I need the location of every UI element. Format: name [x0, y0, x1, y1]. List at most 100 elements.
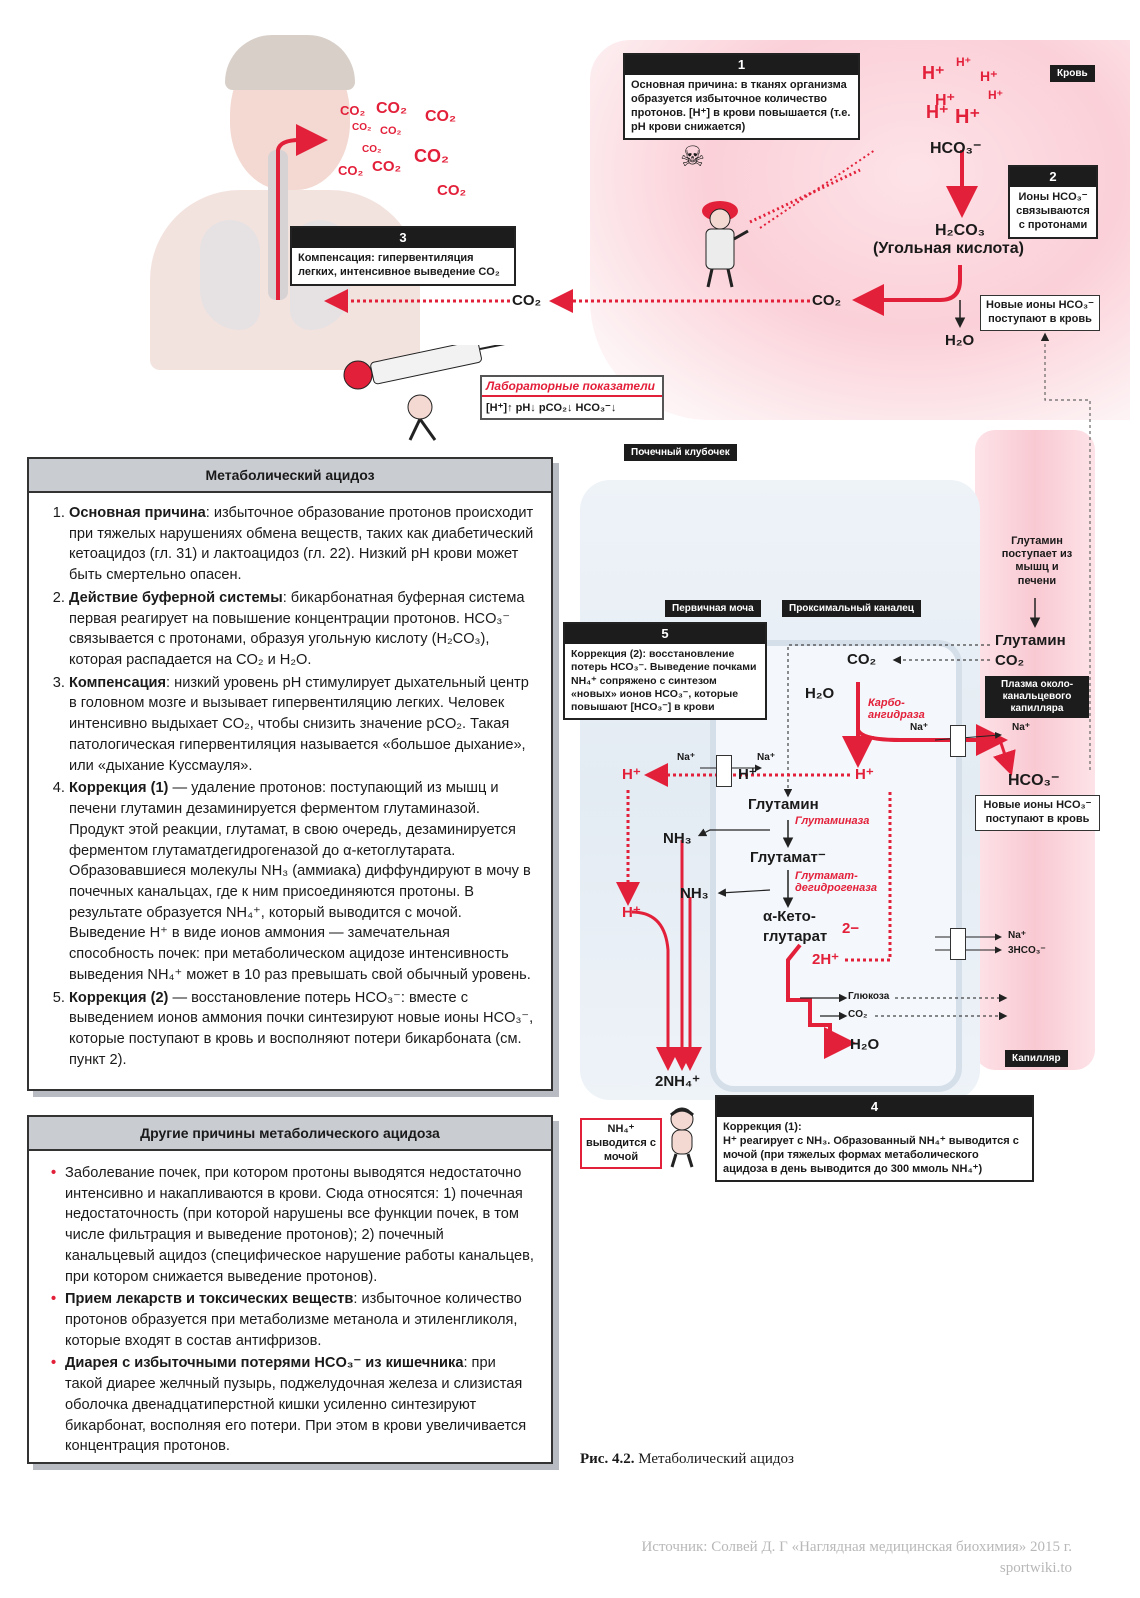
proton-label: H⁺	[956, 55, 971, 69]
caption-prefix: Рис. 4.2.	[580, 1451, 635, 1467]
list-item: Заболевание почек, при котором протоны в…	[51, 1163, 537, 1287]
item-text: : бикарбонатная буферная система первая …	[69, 589, 525, 669]
item-lead: Коррекция (2)	[69, 989, 169, 1006]
glutamine-cell-label: Глутамин	[748, 796, 819, 813]
co2-blood-label: CO₂	[812, 292, 842, 309]
item-lead: Компенсация	[69, 674, 167, 691]
glucose-label: Глюкоза	[848, 991, 890, 1002]
new-ions-bottom: Новые ионы HCO₃⁻ поступают в кровь	[975, 795, 1100, 831]
item-text: : избыточное количество протонов образуе…	[65, 1291, 522, 1349]
akg-charge: 2−	[842, 920, 860, 937]
item-lead: Основная причина	[69, 505, 206, 521]
na-label: Na⁺	[1012, 722, 1031, 733]
h2co3-label: H₂CO₃	[935, 222, 986, 239]
callout-1: 1 Основная причина: в тканях организма о…	[623, 53, 860, 141]
callout-4: 4 Коррекция (1): H⁺ реагирует с NH₃. Обр…	[715, 1095, 1034, 1183]
na-label: Na⁺	[677, 752, 696, 763]
h2o-blood-label: H₂O	[945, 332, 975, 349]
item-text: — восстановление потерь HCO₃⁻: вместе с …	[69, 989, 534, 1068]
callout-text: Компенсация: гипервентиляция легких, инт…	[298, 252, 500, 278]
akg-label: α-Кето-глутарат	[763, 908, 828, 945]
co2-cloud-item: CO₂	[376, 100, 408, 117]
item-text: Заболевание почек, при котором протоны в…	[65, 1165, 534, 1285]
glomerulus-label: Почечный клубочек	[624, 444, 737, 461]
na-transporter	[716, 755, 732, 787]
proton-label: H⁺	[955, 106, 980, 128]
child-figure	[660, 1105, 705, 1170]
callout-number: 2	[1010, 167, 1096, 188]
callout-text: Коррекция (2): восстановление потерь HCO…	[571, 648, 757, 713]
capillary-label: Капилляр	[1005, 1050, 1068, 1067]
callout-number: 4	[717, 1097, 1032, 1118]
callout-text: H⁺ реагирует с NH₃. Образованный NH₄⁺ вы…	[723, 1135, 1019, 1175]
co2-cell-label: CO₂	[847, 651, 877, 668]
co2-lungs-label: CO₂	[512, 292, 542, 309]
co2-cap-label: CO₂	[995, 652, 1025, 669]
proton-label: H⁺	[988, 88, 1003, 102]
two-nh4-label: 2NH₄⁺	[655, 1073, 701, 1090]
co2-cloud-item: CO₂	[414, 146, 449, 166]
lab-results-box: Лабораторные показатели [H⁺]↑ pH↓ pCO₂↓ …	[480, 375, 664, 420]
item-lead: Диарея с избыточными потерями HCO₃⁻ из к…	[65, 1355, 464, 1372]
na-label: Na⁺	[757, 752, 776, 763]
item-lead: Коррекция (1)	[69, 780, 169, 797]
callout-5: 5 Коррекция (2): восстановление потерь H…	[563, 622, 767, 720]
glutaminase-label: Глутаминаза	[795, 815, 870, 827]
nh3-label: NH₃	[680, 885, 709, 902]
new-ions-top: Новые ионы HCO₃⁻ поступают в кровь	[980, 295, 1100, 331]
item-lead: Действие буферной системы	[69, 589, 283, 606]
panel-list: Основная причина: избыточное образование…	[29, 493, 551, 1080]
list-item: Диарея с избыточными потерями HCO₃⁻ из к…	[51, 1353, 537, 1457]
primary-urine-label: Первичная моча	[665, 600, 761, 617]
proton-label: H⁺	[926, 102, 949, 122]
item-text: : низкий уровень pH стимулирует дыхатель…	[69, 674, 529, 774]
hco3-cap-label: HCO₃⁻	[1008, 772, 1060, 789]
proton-label: H⁺	[922, 63, 945, 83]
h-cell-label: H⁺	[738, 766, 757, 783]
co2-out-label: CO₂	[848, 1009, 868, 1020]
callout-text: Основная причина: в тканях организма обр…	[631, 79, 851, 133]
callout-number: 5	[565, 624, 765, 645]
blood-label: Кровь	[1050, 65, 1095, 82]
panel-other-causes: Другие причины метаболического ацидоза З…	[27, 1115, 553, 1464]
lab-values: [H⁺]↑ pH↓ pCO₂↓ HCO₃⁻↓	[486, 402, 617, 414]
glutamate-label: Глутамат⁻	[750, 849, 826, 866]
nh4-output-note: NH₄⁺ выводится с мочой	[580, 1118, 662, 1170]
human-hair	[225, 35, 355, 90]
figure-caption: Рис. 4.2. Метаболический ацидоз	[580, 1451, 794, 1468]
source-site: sportwiki.to	[999, 1560, 1072, 1576]
callout-number: 3	[292, 228, 514, 249]
panel-title: Другие причины метаболического ацидоза	[29, 1117, 551, 1151]
item-text: — удаление протонов: поступающий из мышц…	[69, 780, 531, 983]
co2-cloud-item: CO₂	[362, 144, 382, 155]
na-label: Na⁺	[1008, 930, 1027, 941]
firefighter-figure	[690, 195, 750, 290]
panel-list: Заболевание почек, при котором протоны в…	[29, 1151, 551, 1467]
co2-cloud-item: CO₂	[338, 163, 364, 178]
co2-cloud-item: CO₂	[340, 103, 366, 118]
glutamine-cap-label: Глутамин	[995, 632, 1066, 649]
list-item: Компенсация: низкий уровень pH стимулиру…	[69, 673, 537, 777]
item-lead: Прием лекарств и токсических веществ	[65, 1291, 354, 1308]
h-lumen-label: H⁺	[622, 766, 641, 783]
list-item: Коррекция (2) — восстановление потерь HC…	[69, 988, 537, 1071]
two-h-label: 2H⁺	[812, 951, 840, 968]
hco3-label: HCO₃⁻	[930, 140, 982, 157]
co2-cloud-item: CO₂	[425, 108, 457, 125]
callout-title: Коррекция (1):	[723, 1121, 802, 1134]
co2-cloud-item: CO₂	[380, 125, 402, 137]
callout-3: 3 Компенсация: гипервентиляция легких, и…	[290, 226, 516, 286]
callout-text: Ионы HCO₃⁻ связываются с протонами	[1016, 191, 1090, 231]
three-hco3-label: 3HCO₃⁻	[1008, 945, 1046, 956]
callout-2: 2 Ионы HCO₃⁻ связываются с протонами	[1008, 165, 1098, 239]
co2-cloud-item: CO₂	[372, 158, 402, 175]
item-text: : избыточное образование протонов происх…	[69, 505, 534, 584]
na-transporter	[950, 725, 966, 757]
lab-title: Лабораторные показатели	[482, 377, 662, 397]
na-hco3-transporter	[950, 928, 966, 960]
list-item: Коррекция (1) — удаление протонов: посту…	[69, 778, 537, 985]
h-lumen-label: H⁺	[622, 904, 641, 921]
na-label: Na⁺	[910, 722, 929, 733]
item-text: : при такой диарее желчный пузырь, подже…	[65, 1355, 527, 1455]
